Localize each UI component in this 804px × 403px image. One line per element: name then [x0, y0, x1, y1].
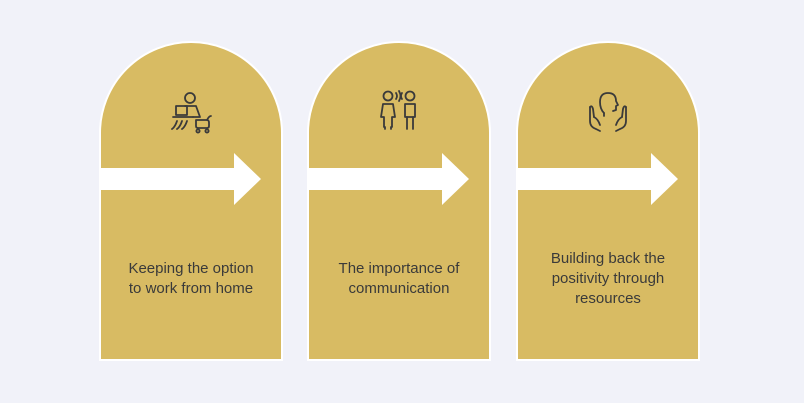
- label-line: Building back the: [550, 250, 666, 267]
- label-line: communication: [348, 280, 450, 297]
- right-arrow-icon: [516, 151, 680, 207]
- right-arrow-icon: [307, 151, 471, 207]
- communication-icon: [371, 85, 427, 141]
- label-line: positivity through: [551, 270, 665, 287]
- right-arrow-icon: [99, 151, 263, 207]
- remote-work-icon: [163, 85, 219, 141]
- step-card-communication: The importance of communication: [307, 41, 491, 361]
- step-label: The importance of communication: [315, 259, 483, 299]
- label-line: resources: [575, 290, 641, 307]
- support-hands-icon: [580, 85, 636, 141]
- step-label: Building back the positivity through res…: [524, 249, 692, 309]
- label-line: Keeping the option: [128, 260, 254, 277]
- step-card-resources: Building back the positivity through res…: [516, 41, 700, 361]
- label-line: The importance of: [338, 260, 460, 277]
- step-label: Keeping the option to work from home: [107, 259, 275, 299]
- step-card-work-from-home: Keeping the option to work from home: [99, 41, 283, 361]
- label-line: to work from home: [128, 280, 254, 297]
